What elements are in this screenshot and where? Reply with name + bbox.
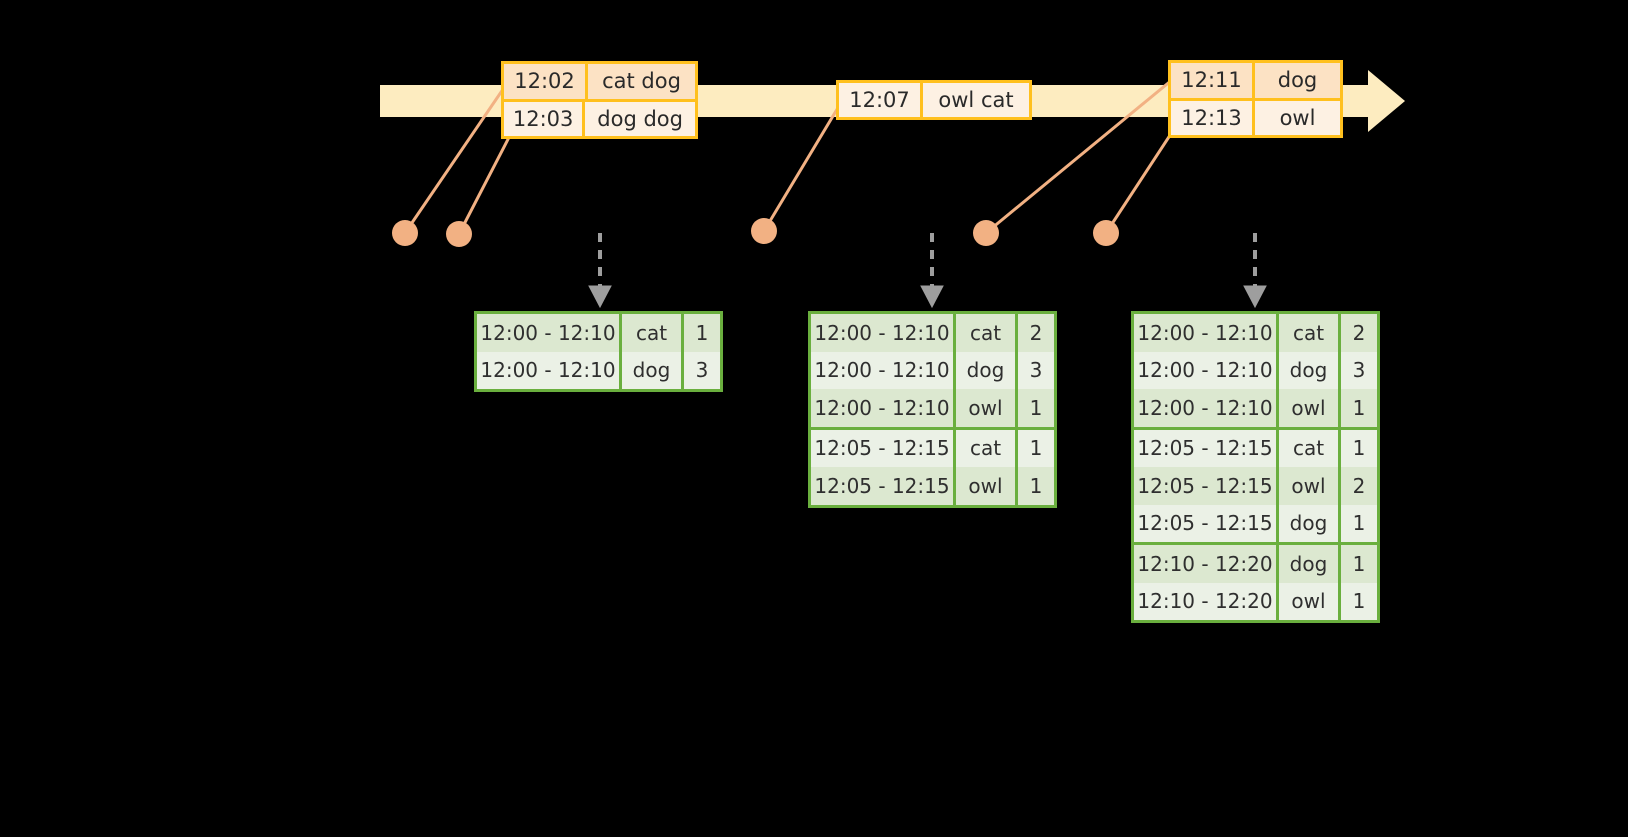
cell-window: 12:05 - 12:15	[1134, 467, 1276, 505]
connector-dot-4	[973, 220, 999, 246]
cell-key: cat	[1276, 429, 1338, 467]
event-words: cat dog	[588, 64, 695, 99]
event-time: 12:13	[1171, 100, 1255, 135]
event-words: owl	[1255, 100, 1340, 135]
cell-count: 1	[1338, 582, 1377, 620]
event-group-3: 12:11 dog 12:13 owl	[1168, 60, 1343, 138]
event-row: 12:03 dog dog	[504, 98, 695, 136]
flow-arrow-head-3	[1243, 285, 1267, 309]
cell-count: 1	[1015, 429, 1054, 467]
connector-dot-3	[751, 218, 777, 244]
cell-count: 2	[1338, 467, 1377, 505]
event-row: 12:11 dog	[1171, 63, 1340, 98]
cell-window: 12:00 - 12:10	[811, 389, 953, 427]
cell-key: owl	[1276, 582, 1338, 620]
connector-dot-1	[392, 220, 418, 246]
flow-arrow-head-2	[920, 285, 944, 309]
cell-count: 1	[1015, 467, 1054, 505]
cell-window: 12:10 - 12:20	[1134, 545, 1276, 583]
cell-window: 12:00 - 12:10	[1134, 314, 1276, 352]
event-time: 12:02	[504, 64, 588, 99]
cell-count: 1	[1338, 429, 1377, 467]
cell-count: 1	[1338, 504, 1377, 542]
cell-window: 12:05 - 12:15	[1134, 429, 1276, 467]
cell-count: 1	[1338, 389, 1377, 427]
cell-key: owl	[1276, 467, 1338, 505]
cell-key: dog	[619, 351, 681, 389]
cell-count: 1	[681, 314, 720, 352]
cell-key: dog	[1276, 545, 1338, 583]
connector-dot-2	[446, 221, 472, 247]
cell-key: cat	[953, 429, 1015, 467]
event-words: dog	[1255, 63, 1340, 98]
cell-window: 12:05 - 12:15	[811, 467, 953, 505]
connector-dot-5	[1093, 220, 1119, 246]
event-time: 12:07	[839, 83, 923, 117]
cell-key: owl	[953, 389, 1015, 427]
event-row: 12:02 cat dog	[504, 64, 695, 99]
cell-count: 1	[1338, 545, 1377, 583]
event-words: dog dog	[585, 101, 695, 136]
event-words: owl cat	[923, 83, 1029, 117]
cell-window: 12:10 - 12:20	[1134, 582, 1276, 620]
cell-window: 12:00 - 12:10	[477, 351, 619, 389]
event-time: 12:11	[1171, 63, 1255, 98]
cell-key: owl	[953, 467, 1015, 505]
cell-window: 12:00 - 12:10	[811, 314, 953, 352]
cell-key: cat	[1276, 314, 1338, 352]
event-row: 12:07 owl cat	[839, 83, 1029, 117]
cell-count: 3	[1015, 351, 1054, 389]
cell-key: cat	[953, 314, 1015, 352]
timeline-arrowhead	[1368, 70, 1405, 132]
event-time: 12:03	[504, 101, 586, 136]
cell-count: 2	[1338, 314, 1377, 352]
cell-count: 3	[681, 351, 720, 389]
cell-key: cat	[619, 314, 681, 352]
event-group-2: 12:07 owl cat	[836, 80, 1032, 120]
event-row: 12:13 owl	[1171, 97, 1340, 135]
cell-window: 12:05 - 12:15	[1134, 504, 1276, 542]
cell-window: 12:00 - 12:10	[1134, 351, 1276, 389]
cell-window: 12:00 - 12:10	[477, 314, 619, 352]
cell-count: 3	[1338, 351, 1377, 389]
cell-count: 2	[1015, 314, 1054, 352]
cell-window: 12:00 - 12:10	[1134, 389, 1276, 427]
flow-arrow-head-1	[588, 285, 612, 309]
cell-key: dog	[1276, 351, 1338, 389]
cell-window: 12:00 - 12:10	[811, 351, 953, 389]
event-group-1: 12:02 cat dog 12:03 dog dog	[501, 61, 698, 139]
cell-key: owl	[1276, 389, 1338, 427]
cell-key: dog	[953, 351, 1015, 389]
cell-key: dog	[1276, 504, 1338, 542]
cell-window: 12:05 - 12:15	[811, 429, 953, 467]
cell-count: 1	[1015, 389, 1054, 427]
